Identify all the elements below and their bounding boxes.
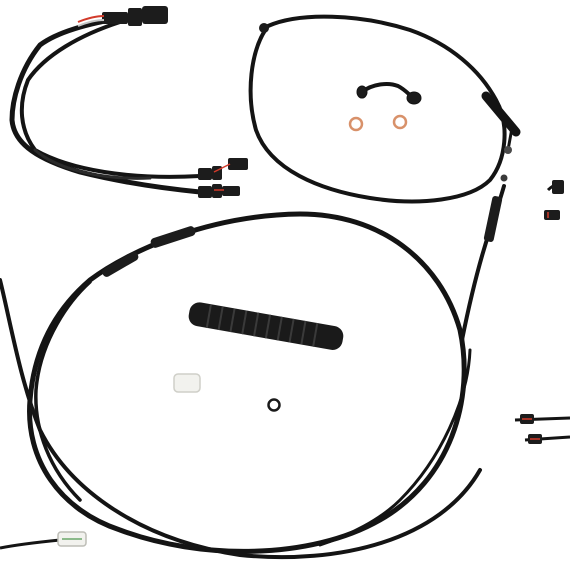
wiring-harness (9, 11, 203, 195)
white-sleeve (173, 373, 201, 393)
banjo-fitting (259, 23, 512, 154)
cable-ferrule-left (102, 226, 196, 277)
copper-washers (348, 114, 408, 132)
rubber-boot (188, 302, 344, 350)
extension-wires (514, 180, 570, 444)
harness-connectors-right (198, 158, 248, 198)
throttle-cable (0, 278, 482, 560)
hard-line-fitting (356, 82, 422, 105)
harness-connectors-top (77, 6, 168, 27)
bottom-connector (0, 531, 87, 550)
o-ring (267, 398, 281, 412)
cable-adjuster-right (483, 174, 508, 242)
